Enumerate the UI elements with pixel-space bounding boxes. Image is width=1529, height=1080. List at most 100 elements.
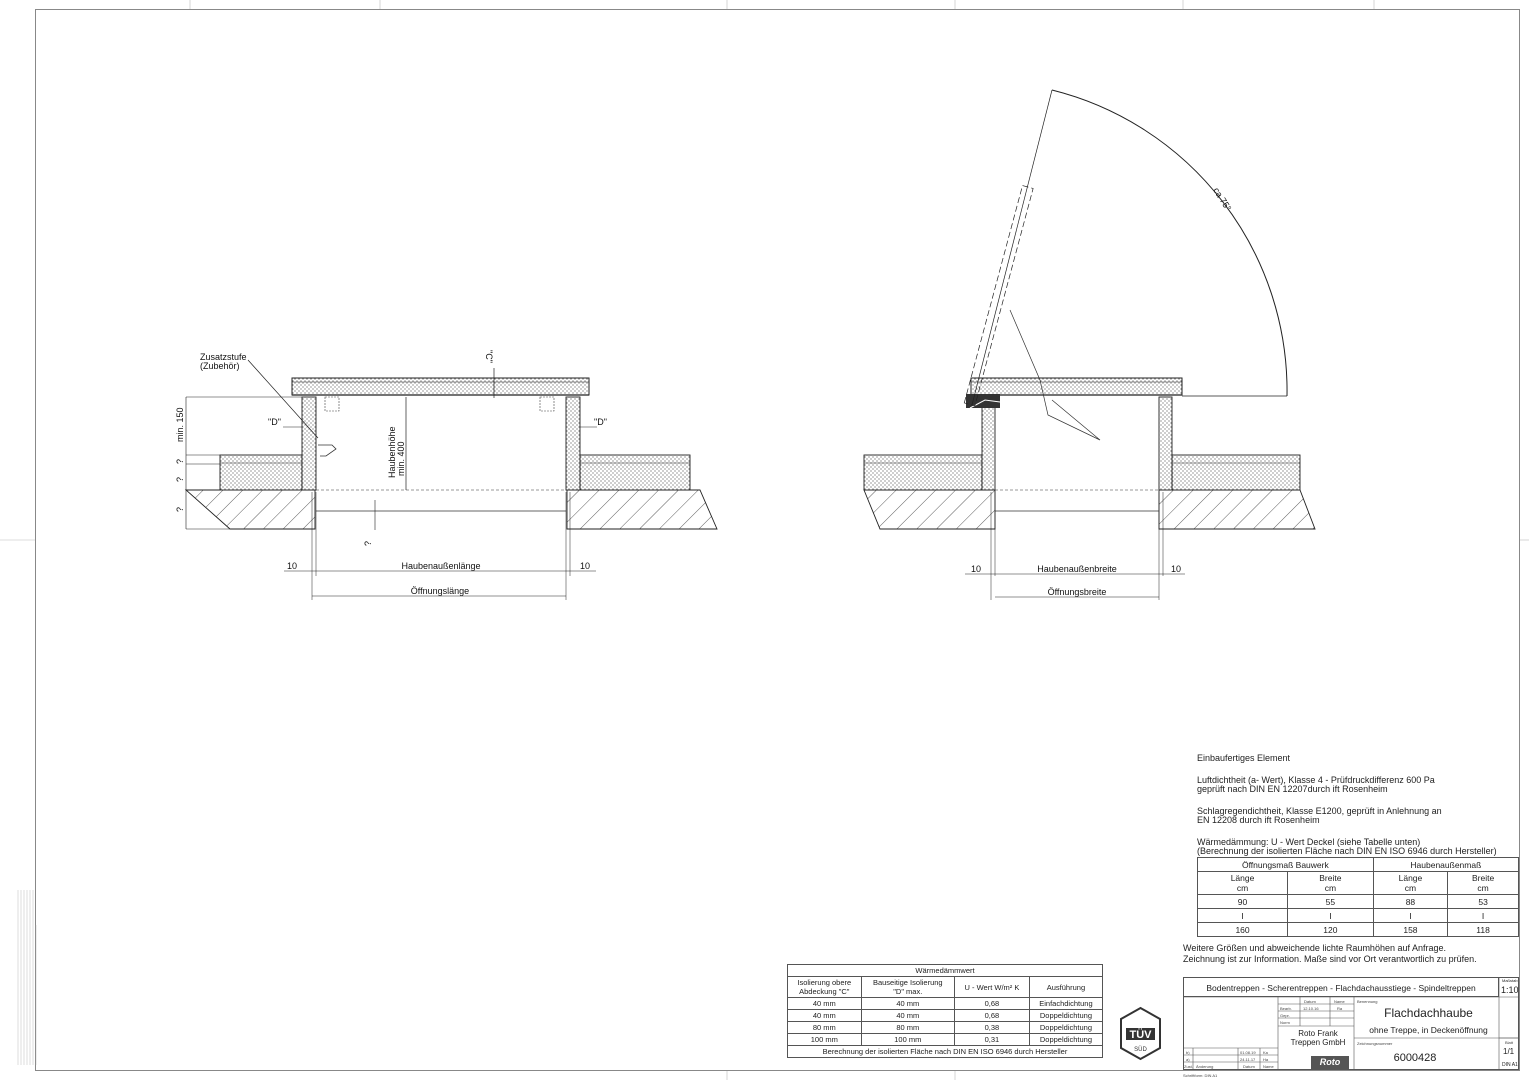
table-row: 80 mm 80 mm 0,38 Doppeldichtung [787,1021,1104,1034]
more-info-line2: Zeichnung ist zur Information. Maße sind… [1183,954,1477,964]
label-haubenhoehe: Haubenhöhe [387,426,397,478]
table-cell: 100 mm [860,1033,955,1046]
label-q3: ? [175,507,185,512]
rev-a-date: 24.11.17 [1240,1057,1256,1062]
table-cell: 80 mm [860,1021,955,1034]
table-cell: I [1196,908,1289,923]
table-cell: 0,68 [953,997,1030,1010]
table-cell: 118 [1447,922,1519,937]
label-zusatzstufe: Zusatzstufe [200,352,247,362]
label-d-right: "D" [594,417,607,427]
sheet-label: Blatt [1505,1040,1514,1045]
table-row: 160 120 158 118 [1196,922,1519,937]
col-header: Bauseitige Isolierung"D" max. [860,976,955,998]
left-section-view: Zusatzstufe (Zubehör) "C" "D" "D" min. 1… [175,350,718,600]
footer-format: Schriftform: DIN A1 [1183,1073,1218,1078]
col-name: Name [1334,999,1345,1004]
table-cell: Doppeldichtung [1028,1021,1104,1034]
group-opening: Öffnungsmaß Bauwerk [1197,857,1374,872]
note-element: Einbaufertiges Element [1197,753,1291,763]
scale-label: Maßstab [1502,978,1518,983]
drawing-title: Flachdachhaube [1384,1006,1473,1020]
sheet-format: DIN A1 [1502,1062,1518,1068]
table-cell: 0,31 [953,1033,1030,1046]
u-table-footer: Berechnung der isolierten Fläche nach DI… [787,1045,1103,1058]
table-cell: 158 [1372,922,1449,937]
table-cell: 160 [1196,922,1289,937]
table-cell: 100 mm [787,1033,862,1046]
tuv-sub-text: SÜD [1134,1046,1147,1053]
table-cell: 0,38 [953,1021,1030,1034]
table-cell: 40 mm [787,997,862,1010]
table-cell: 88 [1372,894,1449,909]
row-norm: Norm [1280,1020,1290,1025]
number-label: Zeichnungsnummer [1357,1041,1393,1046]
table-cell: 40 mm [860,1009,955,1022]
label-q2: ? [175,477,185,482]
label-d-left: "D" [268,417,281,427]
table-row: 40 mm 40 mm 0,68 Doppeldichtung [787,1009,1104,1022]
roto-logo: Roto [1311,1056,1349,1069]
technical-notes: Einbaufertiges Element Luftdichtheit (a-… [1197,754,1517,869]
table-cell: 0,68 [953,1009,1030,1022]
dim-10-right-right-view: 10 [1171,564,1181,574]
note-thermal-2: (Berechnung der isolierten Fläche nach D… [1197,846,1497,856]
table-cell: Doppeldichtung [1028,1009,1104,1022]
label-min400: min. 400 [396,441,406,476]
label-name: Name [1263,1064,1274,1069]
label-aenderung: Änderung [1196,1064,1214,1069]
dim-10-left-right-view: 10 [971,564,981,574]
table-cell: 53 [1447,894,1519,909]
table-row: 90 55 88 53 [1196,894,1519,909]
note-air-2: geprüft nach DIN EN 12207durch ift Rosen… [1197,784,1388,794]
company-name: Roto Frank Treppen GmbH [1282,1029,1354,1047]
opening-dimensions-table: Öffnungsmaß Bauwerk Haubenaußenmaß Länge… [1196,857,1520,937]
drawing-subtitle: ohne Treppe, in Deckenöffnung [1369,1025,1488,1035]
label-min150: min. 150 [175,407,185,442]
row-bearb: Bearb. [1280,1006,1292,1011]
group-hood: Haubenaußenmaß [1372,857,1520,872]
table-cell: Doppeldichtung [1028,1033,1104,1046]
col-benennung: Benennung [1357,999,1378,1004]
label-q4: ? [363,541,373,546]
rev-a-name: Ha [1263,1057,1269,1062]
tuv-text: TÜV [1130,1028,1153,1041]
note-thermal-1: Wärmedämmung: U - Wert Deckel (siehe Tab… [1197,837,1421,847]
u-table-title: Wärmedämmwert [787,964,1103,977]
table-cell: 120 [1287,922,1374,937]
note-air-1: Luftdichtheit (a- Wert), Klasse 4 - Prüf… [1197,775,1435,785]
rev-b-name: Ka [1263,1050,1268,1055]
label-zubehoer: (Zubehör) [200,361,240,371]
rev-b: b) [1186,1050,1190,1055]
table-cell: Einfachdichtung [1028,997,1104,1010]
note-rain-2: EN 12208 durch ift Rosenheim [1197,815,1320,825]
dim-oeffnungsbreite: Öffnungsbreite [1048,587,1107,597]
sheet-number: 1/1 [1503,1047,1515,1056]
col-header: U - Wert W/m² K [953,976,1030,998]
scale-value: 1:10 [1501,985,1519,995]
more-info-text: Weitere Größen und abweichende lichte Ra… [1183,943,1477,965]
label-datum: Datum [1243,1064,1255,1069]
table-cell: I [1372,908,1449,923]
label-zust: Zust. [1184,1064,1193,1069]
dim-10-left: 10 [287,561,297,571]
label-q1: ? [175,459,185,464]
table-cell: I [1447,908,1519,923]
side-legal-text [14,885,44,1070]
product-series: Bodentreppen - Scherentreppen - Flachdac… [1183,977,1499,997]
more-info-line1: Weitere Größen und abweichende lichte Ra… [1183,943,1446,953]
col-datum: Datum [1304,999,1316,1004]
title-block-grid [1183,977,1519,1070]
drawing-number: 6000428 [1393,1052,1437,1064]
table-cell: 55 [1287,894,1374,909]
dim-10-right: 10 [580,561,590,571]
row-gepr: Gepr. [1280,1013,1290,1018]
table-row: 100 mm 100 mm 0,31 Doppeldichtung [787,1033,1104,1046]
